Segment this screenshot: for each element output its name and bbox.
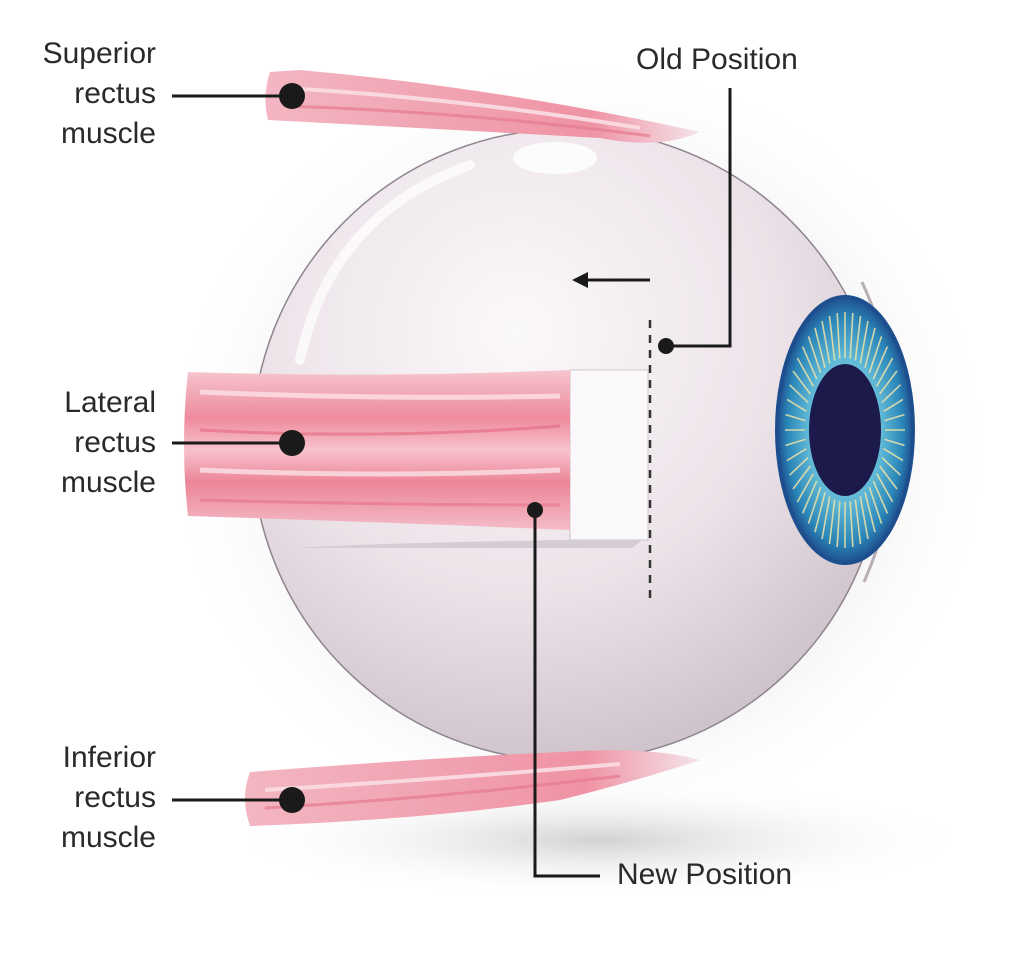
iris-ray: [884, 413, 905, 422]
iris-ray: [786, 398, 807, 413]
iris-ray: [814, 327, 826, 368]
iris-ray: [792, 370, 811, 395]
iris-ray: [879, 370, 898, 395]
recession-arrow: [572, 272, 650, 288]
iris-ray: [828, 315, 836, 361]
iris-ray: [881, 384, 901, 404]
superior-label-line2: rectus: [74, 77, 156, 110]
iris-ray: [849, 312, 854, 359]
iris-ray: [876, 357, 894, 387]
inferior-label-line3: muscle: [60, 821, 156, 854]
inferior-rectus-label: Inferior rectus muscle: [10, 738, 156, 858]
iris-ray: [854, 499, 862, 545]
iris-ray: [864, 327, 876, 368]
iris: [775, 281, 915, 583]
iris-ray: [883, 447, 904, 462]
iris-ray: [881, 456, 901, 476]
iris-ray: [785, 413, 806, 422]
superior-label-line1: Superior: [42, 37, 156, 70]
iris-ray: [821, 320, 831, 364]
iris-ray: [789, 456, 809, 476]
iris-ray: [807, 336, 822, 374]
iris-ray: [879, 465, 898, 490]
lateral-rectus-label: Lateral rectus muscle: [10, 383, 156, 503]
superior-label-line3: muscle: [60, 117, 156, 150]
iris-ray: [796, 357, 814, 387]
new-position-dot: [527, 502, 543, 518]
lateral-rectus-muscle: [184, 370, 570, 530]
iris-ray: [792, 465, 811, 490]
iris-ray: [876, 473, 894, 503]
iris-ray: [807, 486, 822, 524]
iris-ray: [785, 438, 806, 447]
iris-ray: [872, 480, 889, 514]
iris-ray: [859, 496, 869, 540]
iris-ray: [814, 492, 826, 533]
lateral-marker-dot: [279, 430, 305, 456]
superior-rectus-label: Superior rectus muscle: [10, 34, 156, 154]
inferior-rectus-muscle: [245, 750, 700, 826]
inferior-label-line1: Inferior: [62, 741, 156, 774]
iris-ray: [868, 486, 883, 524]
lateral-label-line1: Lateral: [64, 386, 156, 419]
iris-ray: [884, 438, 905, 447]
pupil: [809, 364, 881, 496]
iris-ray: [883, 398, 904, 413]
iris-ray: [849, 501, 854, 548]
lateral-label-line2: rectus: [74, 426, 156, 459]
superior-rectus-muscle: [265, 70, 700, 143]
old-position-dot: [658, 338, 674, 354]
superior-marker-dot: [279, 83, 305, 109]
iris-ray: [801, 480, 818, 514]
iris-ray: [836, 501, 841, 548]
iris-ray: [854, 315, 862, 361]
iris-ray: [859, 320, 869, 364]
iris-ray: [868, 336, 883, 374]
iris-ray: [821, 496, 831, 540]
lateral-label-line3: muscle: [60, 466, 156, 499]
iris-ray: [828, 499, 836, 545]
inferior-marker-dot: [279, 787, 305, 813]
old-insertion-site: [569, 369, 649, 541]
iris-ray: [796, 473, 814, 503]
inferior-label-line2: rectus: [74, 781, 156, 814]
iris-ray: [801, 346, 818, 380]
old-position-leader-line: [666, 88, 732, 348]
iris-ray: [789, 384, 809, 404]
iris-ray: [864, 492, 876, 533]
iris-ray: [836, 312, 841, 359]
iris-ray: [872, 346, 889, 380]
old-position-label: Old Position: [636, 43, 798, 76]
new-position-leader-line: [533, 510, 600, 878]
new-position-label: New Position: [617, 858, 793, 891]
iris-ray: [786, 447, 807, 462]
